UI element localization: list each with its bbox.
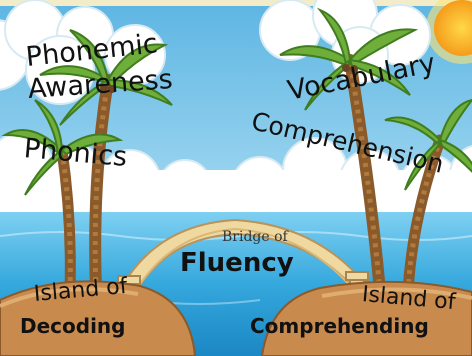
left-palm-trees — [1, 29, 173, 296]
bridge-label-big: Fluency — [180, 248, 294, 278]
right-island — [260, 280, 472, 356]
left-island — [0, 280, 197, 356]
left-island-label-big: Decoding — [20, 314, 126, 338]
right-island-label-big: Comprehending — [250, 314, 429, 338]
bridge-label-small: Bridge of — [222, 229, 288, 245]
sun-icon — [426, 0, 472, 64]
right-palm-trees — [279, 7, 472, 298]
